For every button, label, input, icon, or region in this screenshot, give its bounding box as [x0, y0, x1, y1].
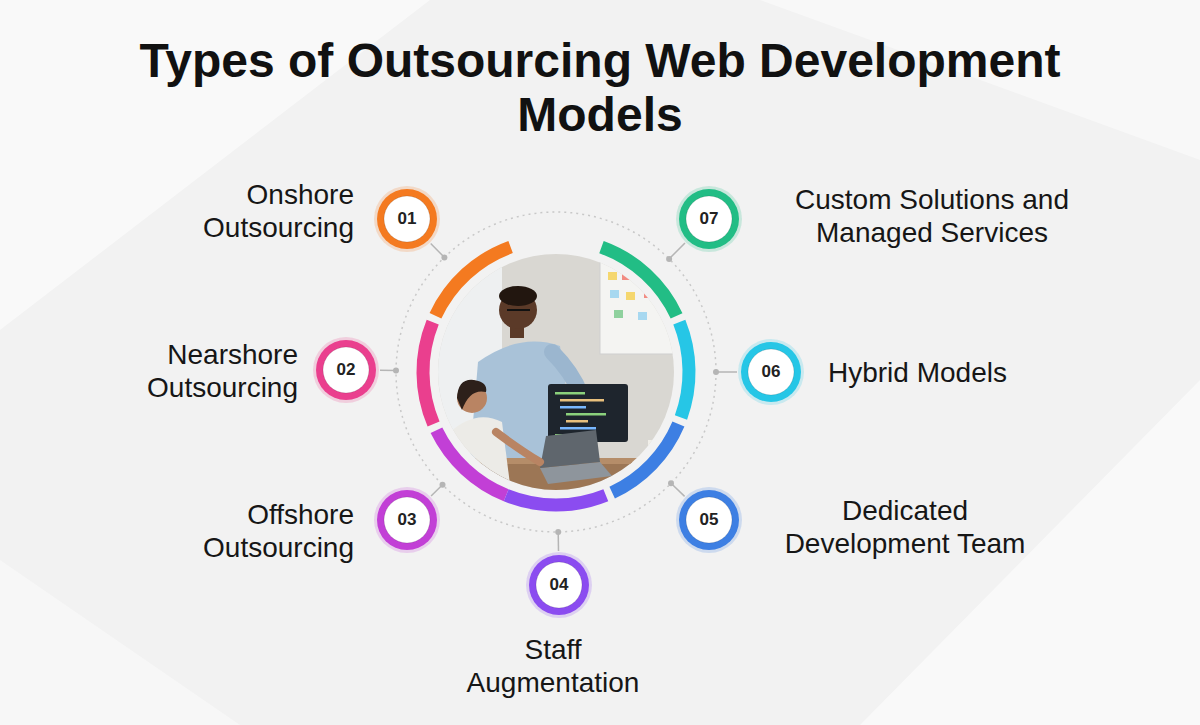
dotted-orbit	[396, 212, 716, 532]
code-line	[566, 413, 606, 416]
model-label: Staff Augmentation	[448, 633, 658, 699]
badge-ring	[377, 490, 437, 550]
ring-segment	[382, 198, 731, 547]
photo-wall	[430, 250, 690, 500]
leader-line	[669, 243, 685, 259]
sticky-note	[626, 292, 635, 300]
ring-segment	[379, 195, 732, 548]
badge-center	[686, 497, 732, 543]
ring-segment	[386, 202, 727, 543]
sticky-note	[638, 312, 647, 320]
man-hair	[499, 286, 537, 306]
sticky-note	[622, 272, 631, 280]
leader-dot	[441, 254, 447, 260]
ring-segment	[382, 198, 731, 547]
leader-dot	[440, 482, 446, 488]
code-line	[560, 406, 586, 409]
code-line	[566, 420, 588, 423]
badge-center	[748, 349, 794, 395]
whiteboard	[600, 262, 686, 354]
ring-segment	[383, 199, 729, 545]
sticky-note	[660, 292, 669, 300]
callout-number: 01	[398, 209, 417, 229]
model-label: Hybrid Models	[828, 356, 1128, 389]
badge-halo	[676, 186, 742, 252]
badge-halo	[374, 186, 440, 252]
callout-number: 04	[550, 575, 569, 595]
model-label: Nearshore Outsourcing	[108, 338, 298, 404]
code-line	[560, 399, 604, 402]
callout-number: 07	[700, 209, 719, 229]
leader-dot	[668, 480, 674, 486]
numbered-badge: 07Custom Solutions and Managed Services	[675, 185, 743, 253]
laptop-screen	[540, 430, 600, 468]
leader-dot	[713, 369, 719, 375]
badge-center	[686, 196, 732, 242]
badge-center	[384, 196, 430, 242]
callout-number: 02	[337, 360, 356, 380]
code-line	[555, 392, 585, 395]
badge-center	[536, 562, 582, 608]
leader-dot	[666, 256, 672, 262]
woman-hair	[457, 380, 486, 410]
badge-halo	[374, 487, 440, 553]
leader-dot	[555, 529, 561, 535]
color-ring	[379, 195, 732, 548]
sticky-note	[608, 272, 617, 280]
numbered-badge: 06Hybrid Models	[737, 338, 805, 406]
sticky-note	[644, 290, 653, 298]
numbered-badge: 05Dedicated Development Team	[675, 486, 743, 554]
model-label: Offshore Outsourcing	[164, 498, 354, 564]
diagram-title: Types of Outsourcing Web Development Mod…	[100, 34, 1100, 142]
sticky-note	[610, 290, 619, 298]
sticky-note	[652, 272, 661, 280]
desk	[430, 462, 690, 502]
numbered-badge: 02Nearshore Outsourcing	[312, 336, 380, 404]
badge-ring	[316, 340, 376, 400]
callout-number: 05	[700, 510, 719, 530]
callout-number: 03	[398, 510, 417, 530]
streak	[0, 560, 240, 725]
model-label: Dedicated Development Team	[765, 494, 1045, 560]
callout-number: 06	[762, 362, 781, 382]
badge-ring	[741, 342, 801, 402]
sticky-note	[636, 274, 645, 282]
woman-arm	[496, 432, 540, 462]
numbered-badge: 01Onshore Outsourcing	[373, 185, 441, 253]
badge-ring	[679, 490, 739, 550]
numbered-badge: 03Offshore Outsourcing	[373, 486, 441, 554]
badge-halo	[738, 339, 804, 405]
badge-halo	[676, 487, 742, 553]
badge-ring	[679, 189, 739, 249]
badge-ring	[529, 555, 589, 615]
badge-halo	[526, 552, 592, 618]
ring-segment	[383, 199, 729, 545]
coffee-cup	[648, 440, 661, 458]
leader-dot	[393, 368, 399, 374]
badge-center	[323, 347, 369, 393]
code-line	[560, 427, 596, 430]
leader-line	[716, 371, 737, 373]
model-label: Custom Solutions and Managed Services	[772, 183, 1092, 249]
badge-halo	[313, 337, 379, 403]
numbered-badge: 04Staff Augmentation	[525, 551, 593, 619]
office-photo	[430, 250, 690, 502]
woman-shirt	[438, 417, 512, 500]
sticky-note	[614, 310, 623, 318]
model-label: Onshore Outsourcing	[164, 178, 354, 244]
ring-segment	[383, 199, 729, 545]
badge-ring	[377, 189, 437, 249]
man-glasses	[507, 309, 530, 311]
badge-center	[384, 497, 430, 543]
